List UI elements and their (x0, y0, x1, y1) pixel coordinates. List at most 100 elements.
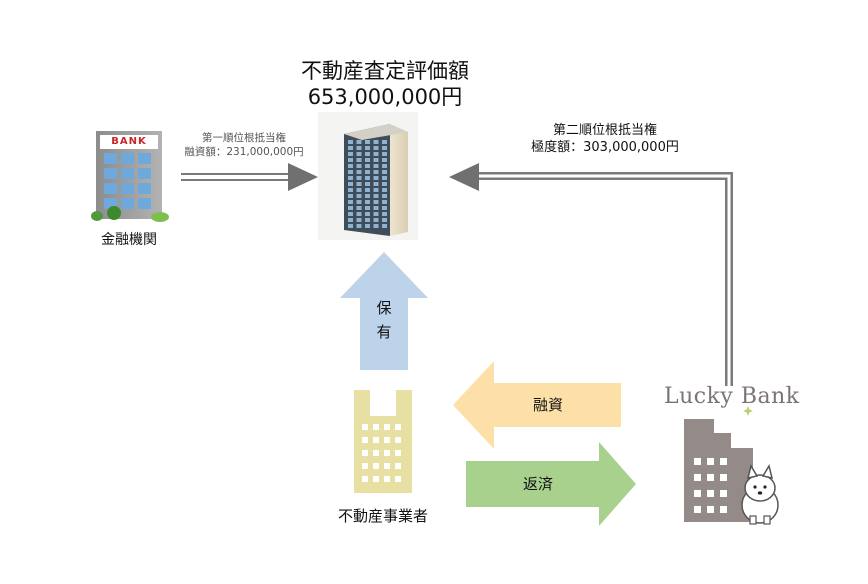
tower-window (348, 224, 353, 228)
lucky-bank-window (707, 474, 714, 481)
tower-window (373, 206, 379, 210)
tower-window (365, 164, 370, 168)
lucky-bank-window (707, 458, 714, 465)
bank-window (104, 153, 117, 164)
tower-window (356, 188, 362, 192)
bank-window (138, 198, 151, 209)
property-value: 653,000,000円 (307, 85, 463, 109)
tower-window (382, 158, 387, 162)
tower-window (356, 182, 362, 186)
tower-window (365, 140, 370, 144)
tower-window (348, 146, 353, 150)
business-window (373, 437, 379, 443)
tower-window (348, 152, 353, 156)
tower-window (382, 212, 387, 216)
lucky-bank-window (694, 474, 701, 481)
tower-window (348, 176, 353, 180)
bank-window (104, 183, 117, 194)
lucky-bank-window (720, 490, 727, 497)
business-window (384, 476, 390, 482)
tower-window (382, 152, 387, 156)
tower-window (382, 200, 387, 204)
lucky-bank-window (707, 506, 714, 513)
tower-window (382, 188, 387, 192)
tower-window (373, 188, 379, 192)
business-window (384, 463, 390, 469)
tower-window (365, 194, 370, 198)
tower-window (365, 152, 370, 156)
lucky-bank-window (720, 506, 727, 513)
tower-window (382, 176, 387, 180)
bank-building-icon (91, 131, 169, 222)
tower-window (356, 164, 362, 168)
tower-window (356, 206, 362, 210)
tower-window (365, 206, 370, 210)
lucky-bank-window (694, 458, 701, 465)
tower-window (382, 170, 387, 174)
business-window (395, 424, 401, 430)
tower-window (348, 164, 353, 168)
business-window (373, 424, 379, 430)
business-window (362, 463, 368, 469)
tower-window (348, 218, 353, 222)
property-valuation: 不動産査定評価額 653,000,000円 (250, 58, 520, 110)
property-title: 不動産査定評価額 (301, 59, 469, 83)
tower-window (373, 146, 379, 150)
tower-window (356, 158, 362, 162)
tower-window (348, 158, 353, 162)
business-window (395, 463, 401, 469)
second-mortgage-rank: 第二順位根抵当権 (552, 123, 657, 138)
business-window (362, 437, 368, 443)
tower-window (356, 200, 362, 204)
tower-window (382, 146, 387, 150)
repay-arrow (466, 442, 636, 526)
business-building-icon (354, 390, 412, 493)
lucky-bank-window (707, 490, 714, 497)
tower-window (365, 158, 370, 162)
loan-label: 融資 (532, 396, 563, 414)
tower-window (356, 218, 362, 222)
bank-sign: BANK (111, 136, 147, 147)
holding-label: 保有 (376, 299, 392, 341)
bank-window (138, 183, 151, 194)
tower-window (382, 218, 387, 222)
tower-window (356, 140, 362, 144)
tower-window (373, 200, 379, 204)
business-window (373, 463, 379, 469)
tower-window (373, 194, 379, 198)
business-window (384, 424, 390, 430)
second-mortgage-info: 第二順位根抵当権 極度額：303,000,000円 (490, 122, 720, 156)
tower-window (365, 200, 370, 204)
tower-window (382, 224, 387, 228)
repay-label: 返済 (522, 475, 553, 493)
first-mortgage-info: 第一順位根抵当権 融資額：231,000,000円 (172, 131, 316, 159)
tower-window (356, 176, 362, 180)
business-window (384, 450, 390, 456)
lucky-bank-window (720, 458, 727, 465)
tower-window (373, 164, 379, 168)
tower-window (373, 218, 379, 222)
tower-window (365, 146, 370, 150)
loan-arrow (453, 361, 621, 449)
second-mortgage-limit-amount: 極度額：303,000,000円 (531, 140, 679, 155)
tower-window (348, 194, 353, 198)
tower-window (382, 194, 387, 198)
bank-window (138, 168, 151, 179)
tower-window (348, 188, 353, 192)
tower-window (382, 182, 387, 186)
business-window (362, 476, 368, 482)
business-window (362, 424, 368, 430)
lucky-bank-logo-text: Lucky Bank (664, 384, 800, 409)
tower-window (348, 200, 353, 204)
tower-window (365, 218, 370, 222)
tower-window (356, 152, 362, 156)
business-window (395, 450, 401, 456)
bank-window (121, 168, 134, 179)
business-window (395, 437, 401, 443)
tower-window (348, 140, 353, 144)
tower-window (348, 212, 353, 216)
lucky-bank-logo-sparkle-icon (743, 406, 753, 416)
tower-window (382, 140, 387, 144)
bank-window (121, 198, 134, 209)
